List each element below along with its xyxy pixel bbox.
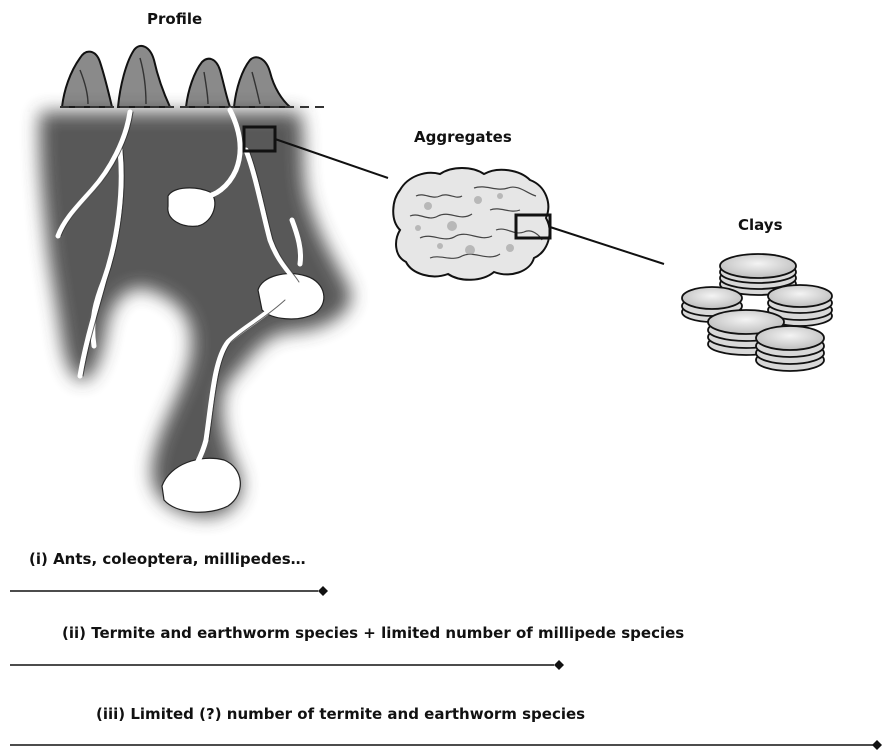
scale-label-1: (i) Ants, coleoptera, millipedes… xyxy=(29,550,306,568)
scale-line-3 xyxy=(10,740,882,750)
clay-stack-5 xyxy=(756,326,824,371)
scale-label-2: (ii) Termite and earthworm species + lim… xyxy=(62,624,684,642)
scale-line-2-end-marker xyxy=(554,660,564,670)
scale-label-3: (iii) Limited (?) number of termite and … xyxy=(96,705,585,723)
profile-label: Profile xyxy=(147,10,202,28)
clays-label: Clays xyxy=(738,216,783,234)
aggregate-illustration xyxy=(393,168,549,280)
aggregates-to-clays-connector xyxy=(550,227,664,264)
aggregates-label: Aggregates xyxy=(414,128,512,146)
scale-line-1 xyxy=(10,586,328,596)
scale-line-3-end-marker xyxy=(872,740,882,750)
scale-line-2 xyxy=(10,660,564,670)
scale-line-1-end-marker xyxy=(318,586,328,596)
termite-mounds xyxy=(62,46,290,107)
clay-platelets xyxy=(682,254,832,371)
